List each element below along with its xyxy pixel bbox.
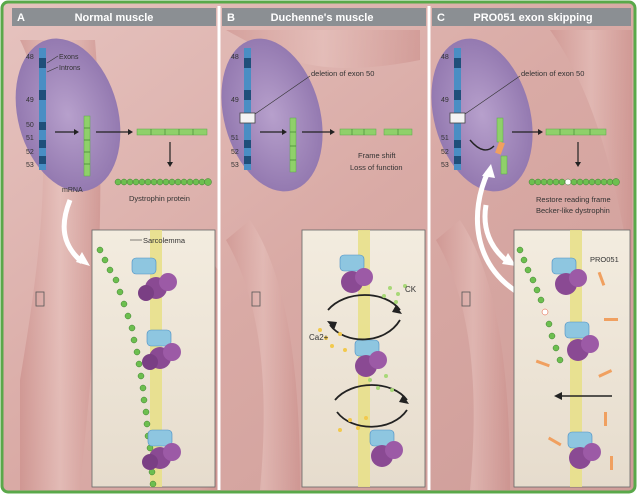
panel-letter: A bbox=[17, 12, 25, 24]
introns-label: Introns bbox=[59, 65, 81, 72]
panel-title: Duchenne's muscle bbox=[271, 12, 374, 24]
panel-letter: B bbox=[227, 12, 235, 24]
exon-number: 49 bbox=[441, 97, 449, 104]
exon-number: 50 bbox=[26, 122, 34, 129]
deletion-label: deletion of exon 50 bbox=[521, 69, 584, 78]
exon-number: 48 bbox=[441, 54, 449, 61]
exon-number: 53 bbox=[231, 162, 239, 169]
deletion-label: deletion of exon 50 bbox=[311, 69, 374, 78]
frame-shift-label: Frame shift bbox=[358, 151, 396, 160]
calcium-label: Ca2+ bbox=[309, 333, 329, 342]
ck-label: CK bbox=[405, 285, 417, 294]
exon-number: 49 bbox=[26, 97, 34, 104]
panel-letter: C bbox=[437, 12, 445, 24]
sarcolemma-label: Sarcolemma bbox=[143, 236, 186, 245]
mrna-label: mRNA bbox=[62, 187, 83, 194]
exon-number: 51 bbox=[441, 135, 449, 142]
processed-mrna bbox=[137, 129, 207, 135]
exon-number: 52 bbox=[231, 149, 239, 156]
panel-title: Normal muscle bbox=[75, 12, 154, 24]
gene-strand bbox=[39, 48, 46, 170]
processed-mrna bbox=[340, 129, 412, 135]
panel-title: PRO051 exon skipping bbox=[473, 12, 592, 24]
exon-number: 51 bbox=[26, 135, 34, 142]
dystrophin-protein-label: Dystrophin protein bbox=[129, 194, 190, 203]
exon-number: 48 bbox=[231, 54, 239, 61]
exon-number: 52 bbox=[441, 149, 449, 156]
exon-number: 48 bbox=[26, 54, 34, 61]
restore-frame-label: Restore reading frame bbox=[536, 195, 611, 204]
becker-like-label: Becker-like dystrophin bbox=[536, 206, 610, 215]
exon-number: 51 bbox=[231, 135, 239, 142]
processed-mrna bbox=[546, 129, 606, 135]
mrna-strand bbox=[84, 116, 90, 176]
exon-number: 53 bbox=[26, 162, 34, 169]
exon-number: 53 bbox=[441, 162, 449, 169]
exons-label: Exons bbox=[59, 54, 79, 61]
loss-of-function-label: Loss of function bbox=[350, 163, 403, 172]
exon-number: 49 bbox=[231, 97, 239, 104]
pro051-label: PRO051 bbox=[590, 255, 619, 264]
mrna-strand bbox=[290, 118, 296, 172]
exon-number: 52 bbox=[26, 149, 34, 156]
truncated-dystrophin bbox=[529, 179, 620, 186]
